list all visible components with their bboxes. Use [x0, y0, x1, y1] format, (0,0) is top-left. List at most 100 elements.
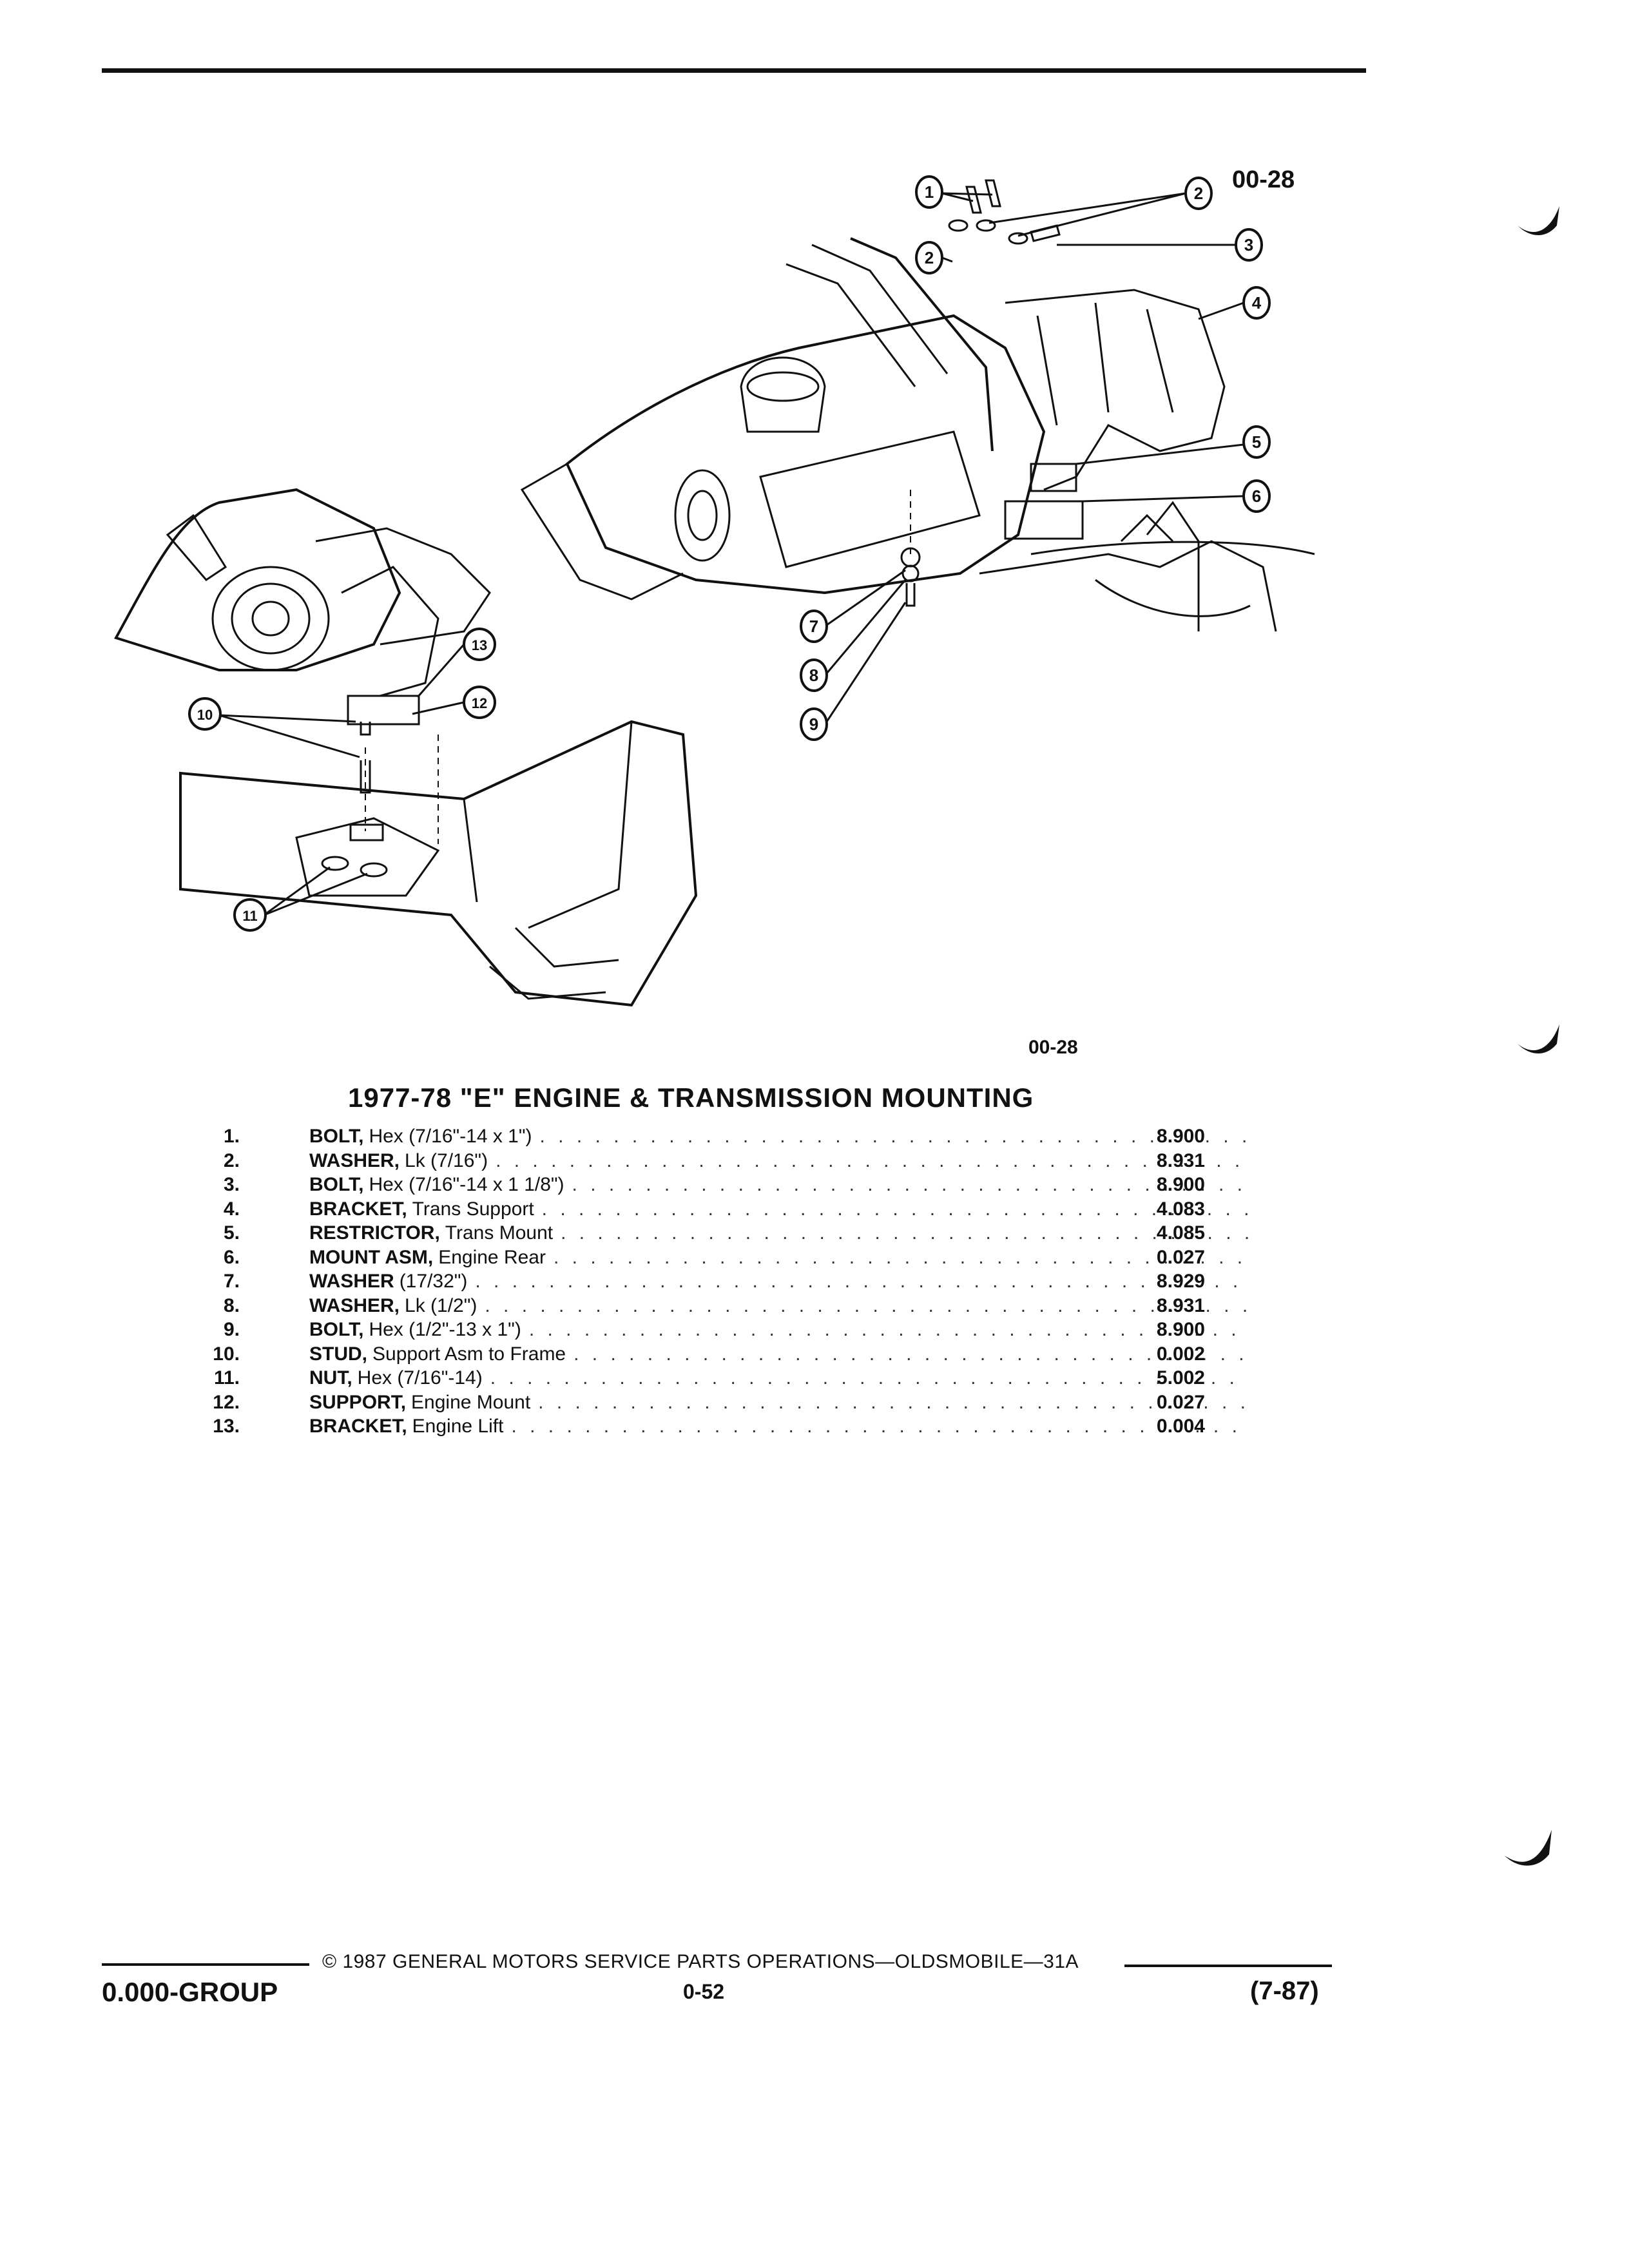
callout-13: 13 [472, 637, 487, 653]
part-name: SUPPORT, [309, 1391, 407, 1413]
part-detail: Hex (7/16"-14 x 1 1/8") [369, 1174, 564, 1195]
part-name: BRACKET, [309, 1198, 407, 1220]
list-item: 5. RESTRICTOR,Trans Mount 4.085 [193, 1221, 1224, 1245]
group-code: 8.931 [1156, 1149, 1205, 1171]
part-detail: Lk (7/16") [405, 1149, 488, 1171]
callout-10: 10 [197, 707, 213, 723]
callout-circles [188, 175, 1271, 932]
margin-mark-icon [1518, 206, 1559, 235]
part-number: 10. [213, 1343, 240, 1365]
assembly-lines [365, 490, 911, 844]
callout-4: 4 [1252, 293, 1262, 312]
part-number: 8. [223, 1294, 240, 1316]
date-code: (7-87) [1250, 1977, 1319, 2005]
callout-11: 11 [242, 908, 257, 924]
part-number: 13. [213, 1416, 240, 1437]
part-detail: Support Asm to Frame [372, 1343, 566, 1365]
top-hardware [948, 179, 1061, 245]
callout-5: 5 [1252, 432, 1261, 452]
part-name: MOUNT ASM, [309, 1246, 434, 1268]
part-description: SUPPORT,Engine Mount [309, 1390, 1257, 1414]
group-code: 5.002 [1156, 1367, 1205, 1389]
callout-8: 8 [809, 666, 818, 685]
list-item: 6. MOUNT ASM,Engine Rear 0.027 [193, 1245, 1224, 1270]
group-label: 0.000-GROUP [102, 1977, 278, 2007]
callout-6: 6 [1252, 486, 1261, 506]
part-description: BOLT,Hex (7/16"-14 x 1 1/8") [309, 1173, 1257, 1196]
part-description: NUT,Hex (7/16"-14) [309, 1366, 1257, 1390]
part-number: 7. [223, 1271, 240, 1292]
footer-rule-right [1124, 1965, 1332, 1967]
list-item: 2. WASHER,Lk (7/16") 8.931 [193, 1149, 1224, 1173]
part-number: 9. [223, 1319, 240, 1340]
group-code: 0.027 [1156, 1246, 1205, 1268]
copyright-notice: © 1987 GENERAL MOTORS SERVICE PARTS OPER… [322, 1951, 1079, 1972]
part-number: 5. [223, 1222, 240, 1244]
callout-7: 7 [809, 617, 818, 636]
leader-lines [218, 192, 1244, 916]
group-code: 8.929 [1156, 1271, 1205, 1292]
callout-1: 1 [925, 182, 934, 202]
part-number: 3. [223, 1174, 240, 1195]
engine-illustration [114, 488, 491, 878]
diagram-ref-code-bottom: 00-28 [1028, 1037, 1078, 1058]
part-name: BRACKET, [309, 1416, 407, 1437]
part-detail: (17/32") [399, 1271, 468, 1292]
group-code: 4.083 [1156, 1198, 1205, 1220]
part-detail: Hex (7/16"-14 x 1") [369, 1126, 532, 1147]
frame-rail-illustration [179, 720, 698, 1007]
part-description: WASHER(17/32") [309, 1269, 1257, 1293]
part-detail: Trans Support [412, 1198, 534, 1220]
callout-3: 3 [1244, 235, 1253, 255]
margin-mark-icon [1518, 1024, 1559, 1053]
part-number: 2. [223, 1149, 240, 1171]
list-item: 7. WASHER(17/32") 8.929 [193, 1269, 1224, 1294]
callout-2a: 2 [925, 248, 934, 267]
group-code: 0.027 [1156, 1391, 1205, 1413]
list-item: 13. BRACKET,Engine Lift 0.004 [193, 1414, 1224, 1439]
list-item: 11. NUT,Hex (7/16"-14) 5.002 [193, 1366, 1224, 1390]
part-number: 11. [213, 1367, 240, 1389]
part-description: RESTRICTOR,Trans Mount [309, 1221, 1257, 1245]
leader-dots [511, 1414, 1249, 1438]
part-name: BOLT, [309, 1174, 364, 1195]
callout-numbers: 1 2 2 3 4 5 6 7 8 9 10 11 12 13 [197, 182, 1262, 924]
part-name: WASHER, [309, 1294, 400, 1316]
parts-list: 1. BOLT,Hex (7/16"-14 x 1") 8.900 2. WAS… [193, 1124, 1224, 1439]
top-rule [102, 68, 1366, 73]
exploded-parts-diagram: 1 2 2 3 4 5 6 7 8 9 10 11 12 13 [103, 155, 1366, 1031]
list-item: 10. STUD,Support Asm to Frame 0.002 [193, 1342, 1224, 1367]
part-name: WASHER, [309, 1149, 400, 1171]
part-detail: Engine Lift [412, 1416, 504, 1437]
part-name: WASHER [309, 1271, 394, 1292]
part-detail: Hex (1/2"-13 x 1") [369, 1319, 521, 1340]
part-number: 6. [223, 1246, 240, 1268]
callout-12: 12 [472, 695, 487, 711]
part-detail: Engine Rear [438, 1246, 546, 1268]
list-item: 3. BOLT,Hex (7/16"-14 x 1 1/8") 8.900 [193, 1173, 1224, 1197]
diagram-ref-code-top: 00-28 [1232, 166, 1295, 193]
part-name: STUD, [309, 1343, 367, 1365]
part-detail: Hex (7/16"-14) [357, 1367, 483, 1389]
margin-mark-icon [1505, 1830, 1552, 1866]
list-item: 1. BOLT,Hex (7/16"-14 x 1") 8.900 [193, 1124, 1224, 1149]
part-detail: Lk (1/2") [405, 1294, 477, 1316]
leader-dots [475, 1269, 1249, 1293]
part-detail: Trans Mount [445, 1222, 554, 1244]
list-item: 12. SUPPORT,Engine Mount 0.027 [193, 1390, 1224, 1415]
part-name: BOLT, [309, 1126, 364, 1147]
group-code: 8.900 [1156, 1174, 1205, 1195]
part-description: BRACKET,Trans Support [309, 1197, 1257, 1221]
part-name: NUT, [309, 1367, 352, 1389]
leader-dots [490, 1366, 1249, 1390]
page-number: 0-52 [683, 1980, 725, 2003]
part-description: WASHER,Lk (7/16") [309, 1149, 1257, 1173]
part-description: WASHER,Lk (1/2") [309, 1294, 1257, 1318]
part-name: RESTRICTOR, [309, 1222, 440, 1244]
leader-dots [485, 1294, 1249, 1318]
part-detail: Engine Mount [411, 1391, 531, 1413]
list-item: 9. BOLT,Hex (1/2"-13 x 1") 8.900 [193, 1318, 1224, 1342]
part-number: 4. [223, 1198, 240, 1220]
part-description: MOUNT ASM,Engine Rear [309, 1245, 1257, 1269]
transmission-illustration [520, 237, 1315, 632]
